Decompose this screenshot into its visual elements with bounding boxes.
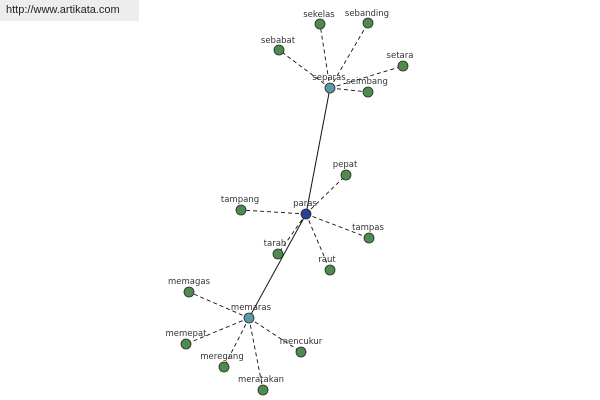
node-tarah[interactable] <box>272 248 284 260</box>
edge-separas-paras <box>305 87 331 215</box>
node-memaras[interactable] <box>243 312 255 324</box>
label-separas: separas <box>312 73 346 83</box>
edge-separas-sekelas <box>319 23 331 89</box>
node-sekelas[interactable] <box>314 18 326 30</box>
label-sekelas: sekelas <box>303 10 335 20</box>
url-banner[interactable]: http://www.artikata.com <box>0 0 139 21</box>
label-layer: paras separas memaras sebabat sekelas sebandi… <box>166 9 414 385</box>
node-layer <box>180 17 409 396</box>
label-pepat: pepat <box>333 160 358 170</box>
edge-memaras-meregang <box>223 317 250 368</box>
node-memagas[interactable] <box>183 286 195 298</box>
label-memepat: memepat <box>166 329 208 339</box>
label-tarah: tarah <box>264 239 287 249</box>
node-raut[interactable] <box>324 264 336 276</box>
node-tampang[interactable] <box>235 204 247 216</box>
node-sebabat[interactable] <box>273 44 285 56</box>
edge-separas-sebanding <box>329 22 369 89</box>
edge-memaras-memepat <box>185 317 250 345</box>
node-pepat[interactable] <box>340 169 352 181</box>
label-meregang: meregang <box>200 352 243 362</box>
node-paras[interactable] <box>300 208 312 220</box>
edge-paras-pepat <box>305 174 347 215</box>
edge-paras-raut <box>305 213 331 271</box>
label-memaras: memaras <box>231 303 272 313</box>
edge-layer <box>185 22 404 391</box>
label-memagas: memagas <box>168 277 211 287</box>
edge-separas-setara <box>329 65 404 89</box>
node-setara[interactable] <box>397 60 409 72</box>
label-raut: raut <box>318 255 336 265</box>
edge-paras-tarah <box>277 213 307 255</box>
edge-separas-sebabat <box>278 49 331 89</box>
edge-memaras-mencukur <box>248 317 302 353</box>
label-setara: setara <box>387 51 414 61</box>
node-meratakan[interactable] <box>257 384 269 396</box>
label-seimbang: seimbang <box>346 77 388 87</box>
edge-memaras-meratakan <box>248 317 264 391</box>
edge-paras-memaras <box>248 213 307 319</box>
edge-separas-seimbang <box>329 87 369 93</box>
label-tampas: tampas <box>352 223 384 233</box>
label-mencukur: mencukur <box>280 337 323 347</box>
node-seimbang[interactable] <box>362 86 374 98</box>
edge-paras-tampas <box>305 213 370 239</box>
node-mencukur[interactable] <box>295 346 307 358</box>
label-sebabat: sebabat <box>261 36 296 46</box>
label-sebanding: sebanding <box>345 9 389 19</box>
edge-paras-tampang <box>240 209 307 215</box>
node-memepat[interactable] <box>180 338 192 350</box>
node-tampas[interactable] <box>363 232 375 244</box>
label-meratakan: meratakan <box>238 375 284 385</box>
edge-memaras-memagas <box>188 291 250 319</box>
node-separas[interactable] <box>324 82 336 94</box>
node-sebanding[interactable] <box>362 17 374 29</box>
label-paras: paras <box>293 199 317 209</box>
label-tampang: tampang <box>221 195 259 205</box>
node-meregang[interactable] <box>218 361 230 373</box>
